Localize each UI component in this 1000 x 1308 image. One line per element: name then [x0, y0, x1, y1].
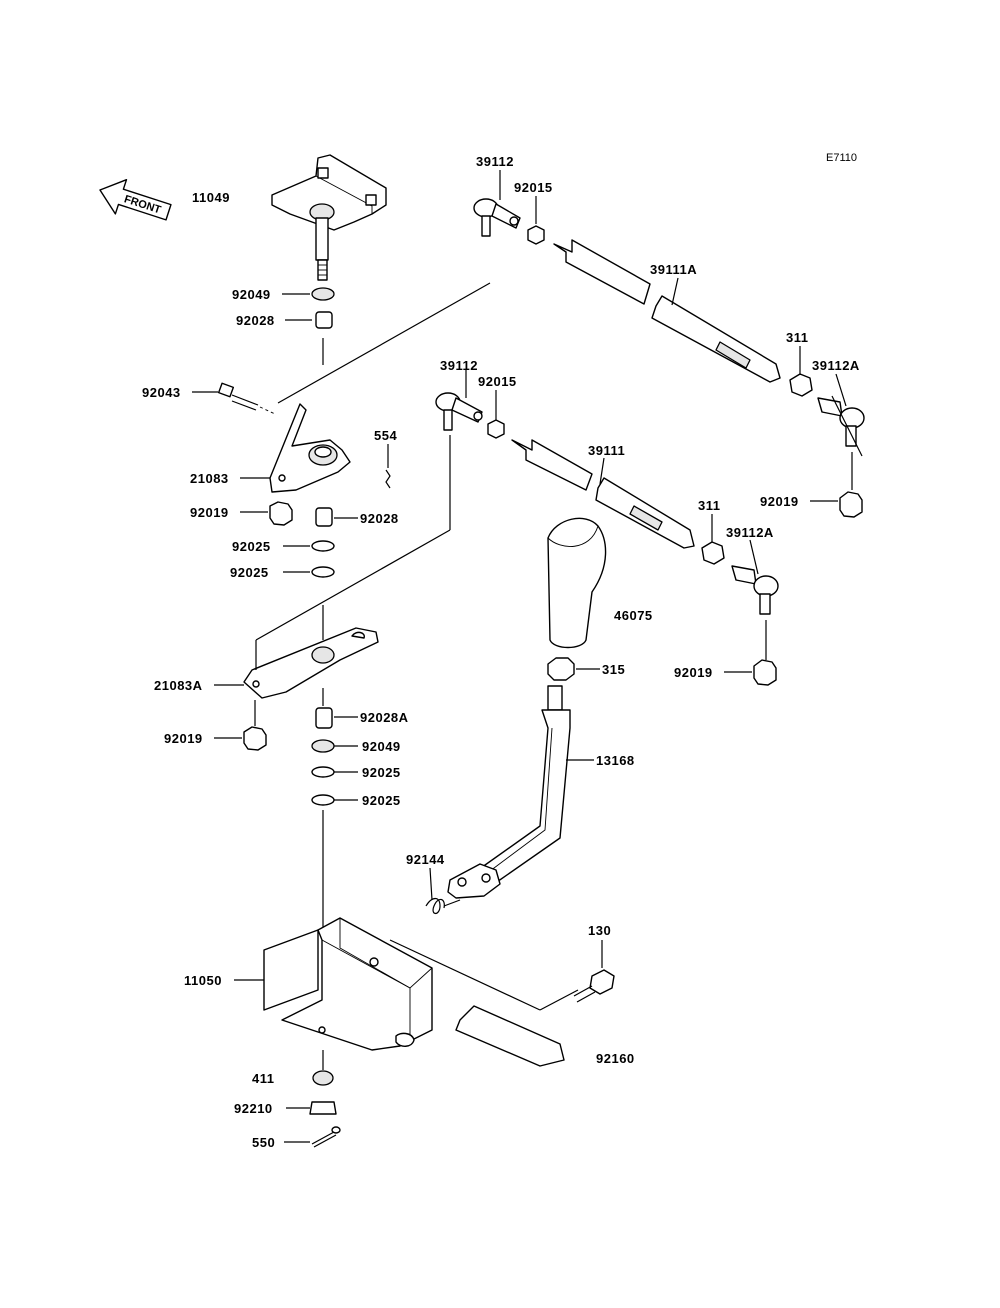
- label-92210: 92210: [234, 1101, 273, 1116]
- label-92144: 92144: [406, 852, 445, 867]
- label-92049-b: 92049: [362, 739, 401, 754]
- part-13168-lever: [447, 685, 571, 899]
- label-13168: 13168: [596, 753, 635, 768]
- label-92025-b: 92025: [230, 565, 269, 580]
- label-92019-c: 92019: [760, 494, 799, 509]
- part-92019-nut-b: [243, 726, 267, 751]
- label-311-b: 311: [698, 498, 720, 513]
- label-46075: 46075: [614, 608, 653, 623]
- label-92015-b: 92015: [478, 374, 517, 389]
- part-92019-nut-d: [753, 659, 777, 686]
- part-130-bolt: [573, 969, 615, 1003]
- label-92049: 92049: [232, 287, 271, 302]
- part-92019-nut-c: [839, 491, 863, 518]
- label-92019-b: 92019: [164, 731, 203, 746]
- label-21083: 21083: [190, 471, 229, 486]
- leader-lines: [192, 170, 847, 1143]
- part-92015-nut-b: [487, 419, 505, 439]
- label-39112-b: 39112: [440, 358, 478, 373]
- label-92015-a: 92015: [514, 180, 553, 195]
- part-39112-tie-rod-end-a: [473, 198, 521, 237]
- part-92028-bushing: [315, 311, 333, 329]
- part-92015-nut-a: [527, 225, 545, 245]
- label-411: 411: [252, 1071, 274, 1086]
- label-92025-a: 92025: [232, 539, 271, 554]
- label-92160: 92160: [596, 1051, 635, 1066]
- label-315: 315: [602, 662, 625, 677]
- part-550-cotter-pin: [311, 1126, 341, 1148]
- label-550: 550: [252, 1135, 275, 1150]
- part-92025-washer-d: [311, 794, 335, 806]
- label-92028-b: 92028: [360, 511, 399, 526]
- part-92210-castle-nut: [309, 1101, 337, 1115]
- label-39111: 39111: [588, 443, 625, 458]
- part-311-nut-a: [789, 373, 813, 397]
- part-11049-bracket: [271, 154, 387, 281]
- label-311-a: 311: [786, 330, 808, 345]
- diagram-code: E7110: [826, 152, 857, 164]
- part-39112A-tie-rod-end-a: [817, 397, 865, 447]
- front-arrow-icon: FRONT: [99, 178, 172, 221]
- part-92028-bushing-b: [315, 507, 333, 527]
- part-46075-knob: [547, 517, 607, 649]
- label-92019-d: 92019: [674, 665, 713, 680]
- part-554-pin: [385, 469, 391, 489]
- label-11049: 11049: [192, 190, 230, 205]
- label-39112-a: 39112: [476, 154, 514, 169]
- part-92028A-bushing: [315, 707, 333, 729]
- part-92144-spring: [425, 897, 445, 915]
- part-39111A-rod: [553, 239, 781, 383]
- label-11050: 11050: [184, 973, 222, 988]
- part-92043-bolt: [217, 382, 276, 415]
- part-92160-pad: [455, 1005, 565, 1067]
- label-92028: 92028: [236, 313, 275, 328]
- label-92028A: 92028A: [360, 710, 409, 725]
- part-11050-bracket: [263, 917, 433, 1051]
- part-411-washer: [312, 1070, 334, 1086]
- label-130: 130: [588, 923, 611, 938]
- part-21083-arm: [269, 403, 351, 493]
- part-92025-washer-c: [311, 766, 335, 778]
- label-21083A: 21083A: [154, 678, 203, 693]
- label-554: 554: [374, 428, 397, 443]
- part-311-nut-b: [701, 541, 725, 565]
- part-21083A-plate: [243, 627, 379, 699]
- part-39112-tie-rod-end-b: [435, 392, 483, 431]
- label-39112A-b: 39112A: [726, 525, 774, 540]
- label-39111A: 39111A: [650, 262, 697, 277]
- part-92049-washer-b: [311, 739, 335, 753]
- part-315-nut: [547, 657, 575, 681]
- label-92043: 92043: [142, 385, 181, 400]
- label-39112A-a: 39112A: [812, 358, 860, 373]
- part-92049-washer: [311, 287, 335, 301]
- part-39112A-tie-rod-end-b: [731, 565, 779, 615]
- part-39111-rod: [511, 439, 695, 549]
- part-92025-washer-a: [311, 540, 335, 552]
- label-92025-d: 92025: [362, 793, 401, 808]
- part-92025-washer-b: [311, 566, 335, 578]
- part-92019-nut-a: [269, 501, 293, 526]
- label-92025-c: 92025: [362, 765, 401, 780]
- label-92019: 92019: [190, 505, 229, 520]
